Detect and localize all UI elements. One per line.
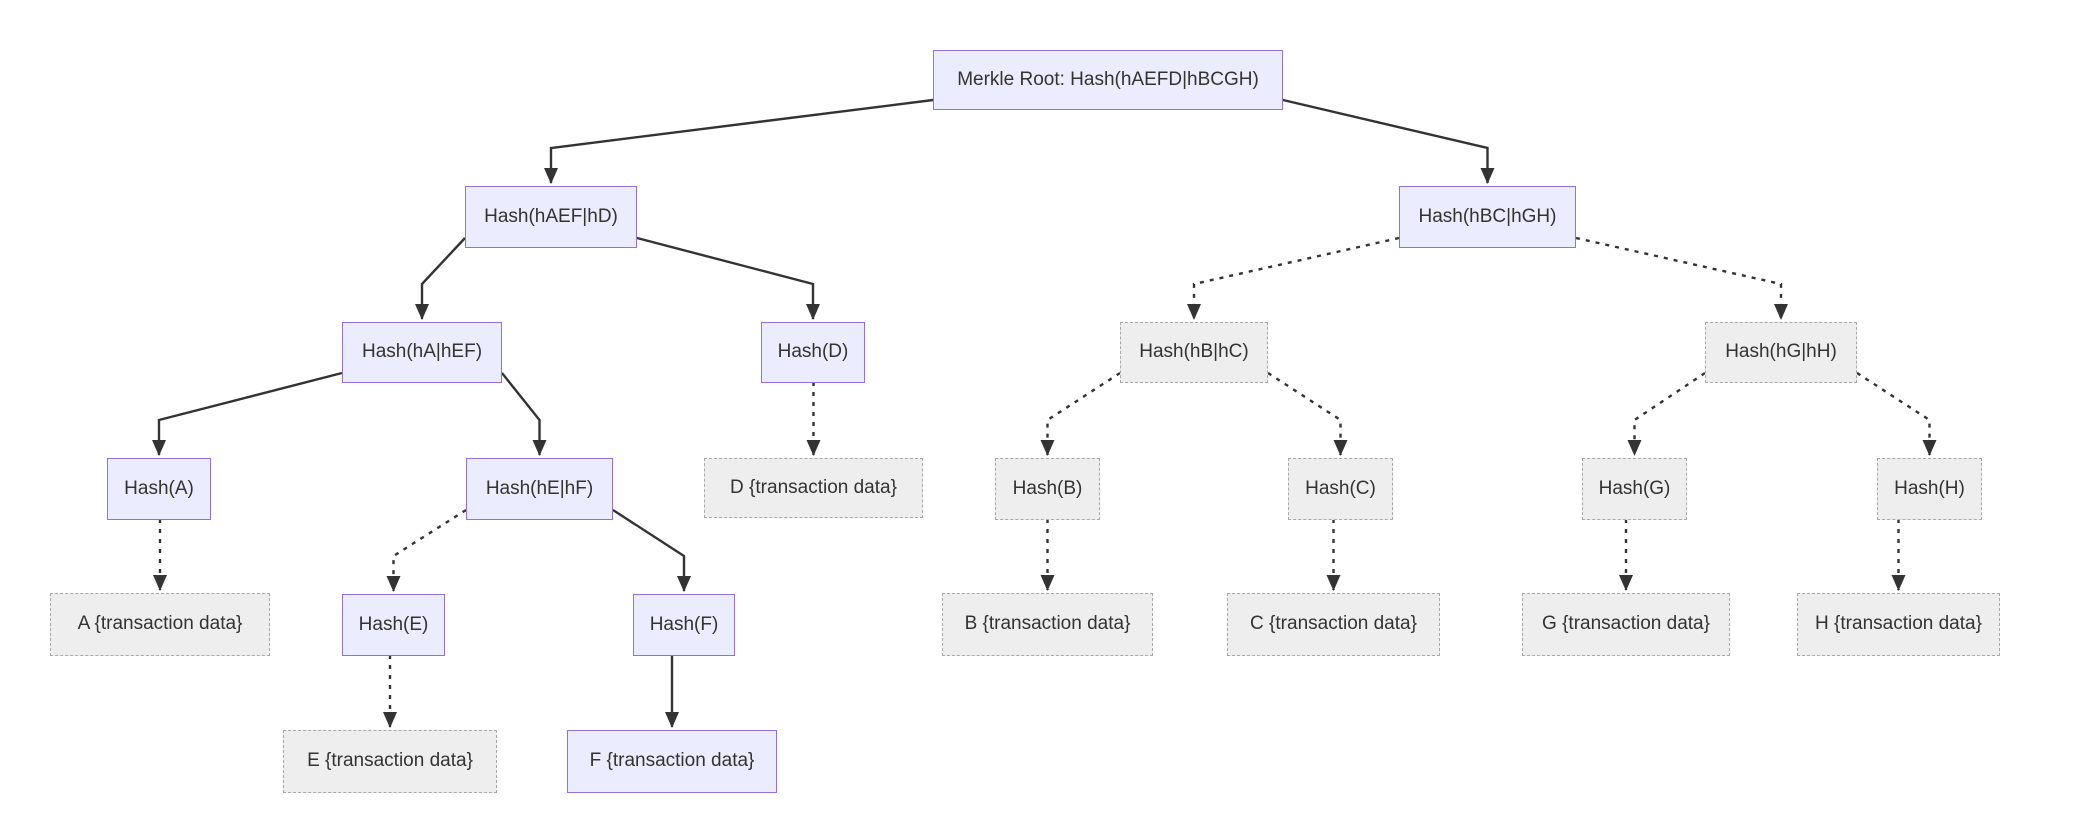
node-haefhd: Hash(hAEF|hD) [465,186,637,248]
edge-haefhd-to-hahef [415,237,466,320]
node-label-he: Hash(E) [358,613,429,635]
node-label-hbcgh: Hash(hBC|hGH) [1418,205,1557,227]
edge-root-to-haefhd [544,98,934,184]
node-dg: G {transaction data} [1522,593,1730,656]
node-ha: Hash(A) [107,458,211,520]
node-label-df: F {transaction data} [589,750,755,772]
node-hc: Hash(C) [1288,458,1393,520]
node-hh: Hash(H) [1877,458,1982,520]
node-label-dc: C {transaction data} [1250,613,1417,635]
node-label-dg: G {transaction data} [1542,613,1710,635]
node-root: Merkle Root: Hash(hAEFD|hBCGH) [933,50,1283,110]
edge-hahef-to-hef [501,372,547,456]
node-label-hc: Hash(C) [1305,477,1376,499]
node-hahef: Hash(hA|hEF) [342,322,502,383]
node-label-dh: H {transaction data} [1815,613,1982,635]
edge-hbcgh-to-hghh [1575,236,1788,320]
node-hbcgh: Hash(hBC|hGH) [1399,186,1576,248]
node-label-hbhc: Hash(hB|hC) [1139,341,1249,363]
node-df: F {transaction data} [567,730,777,793]
node-label-hh: Hash(H) [1894,477,1965,499]
node-hef: Hash(hE|hF) [466,458,613,520]
edge-hef-to-hf [612,508,691,592]
node-label-hef: Hash(hE|hF) [485,477,594,499]
node-label-hb: Hash(B) [1012,477,1083,499]
node-label-haefhd: Hash(hAEF|hD) [484,205,618,227]
node-dd: D {transaction data} [704,458,923,518]
node-hb: Hash(B) [995,458,1100,520]
node-label-hghh: Hash(hG|hH) [1725,341,1837,363]
node-hf: Hash(F) [633,594,735,656]
node-label-de: E {transaction data} [307,750,473,772]
node-label-hahef: Hash(hA|hEF) [361,341,483,363]
edges-group [152,98,1937,728]
node-label-da: A {transaction data} [77,613,243,635]
node-db: B {transaction data} [942,593,1153,656]
node-label-root: Merkle Root: Hash(hAEFD|hBCGH) [957,68,1259,90]
node-hbhc: Hash(hB|hC) [1120,322,1268,383]
node-label-hg: Hash(G) [1598,477,1671,499]
node-label-ha: Hash(A) [124,477,194,499]
node-dh: H {transaction data} [1797,593,2000,656]
node-label-dd: D {transaction data} [730,476,897,498]
node-label-db: B {transaction data} [964,613,1131,635]
node-da: A {transaction data} [50,593,270,656]
node-hghh: Hash(hG|hH) [1705,322,1857,383]
node-he: Hash(E) [342,594,445,656]
edge-hbcgh-to-hbhc [1187,236,1400,320]
edge-haefhd-to-hd [636,236,820,320]
node-hg: Hash(G) [1582,458,1687,520]
node-hd: Hash(D) [761,322,865,383]
node-label-hd: Hash(D) [777,341,849,363]
edge-hahef-to-ha [152,371,343,456]
node-dc: C {transaction data} [1227,593,1440,656]
node-label-hf: Hash(F) [649,613,719,635]
edge-root-to-hbcgh [1282,98,1495,184]
node-de: E {transaction data} [283,730,497,793]
